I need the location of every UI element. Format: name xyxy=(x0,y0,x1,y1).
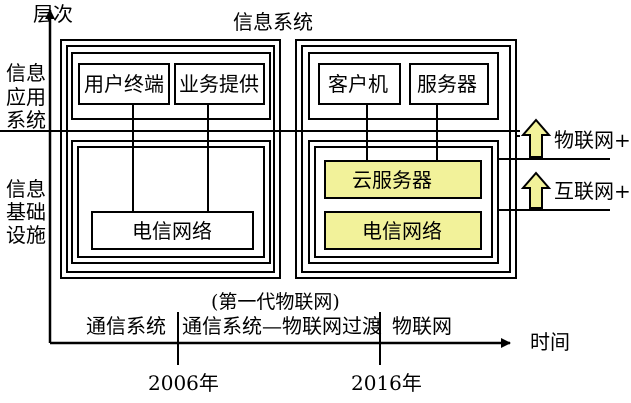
stage1-label: 通信系统 xyxy=(86,314,166,338)
layer-app-label-3: 系统 xyxy=(6,108,46,132)
stage2-label: 通信系统—物联网过渡 xyxy=(182,314,382,338)
right-system: 客户机 服务器 云服务器 电信网络 xyxy=(295,39,517,279)
internet-plus-arrow: 互联网+ xyxy=(520,171,631,209)
layer-app-label-1: 信息 xyxy=(6,61,46,85)
left-telecom-network-label: 电信网络 xyxy=(132,219,212,243)
server-label: 服务器 xyxy=(417,72,477,96)
user-terminal-label: 用户终端 xyxy=(84,72,164,96)
layer-infra-label-2: 基础 xyxy=(6,200,46,224)
layer-app-label-2: 应用 xyxy=(6,85,46,109)
cloud-server-box xyxy=(324,160,482,199)
cloud-server-label: 云服务器 xyxy=(352,168,432,192)
layer-infra-label-1: 信息 xyxy=(6,177,46,201)
x-axis-label: 时间 xyxy=(530,330,570,354)
left-telecom-network-box xyxy=(91,211,254,250)
internet-plus-label: 互联网+ xyxy=(554,179,631,203)
year-2006-label: 2006年 xyxy=(148,371,219,395)
right-telecom-network-label: 电信网络 xyxy=(362,219,442,243)
iot-plus-label: 物联网+ xyxy=(554,128,631,152)
layer-infra-label-3: 设施 xyxy=(6,223,46,247)
right-telecom-network-box xyxy=(324,211,482,250)
iot-plus-arrow: 物联网+ xyxy=(520,118,631,158)
user-terminal-box xyxy=(78,63,170,105)
service-provision-box xyxy=(174,63,265,105)
systems-title: 信息系统 xyxy=(233,10,313,34)
y-axis-label: 层次 xyxy=(33,2,73,26)
stage2-note: (第一代物联网) xyxy=(211,291,340,313)
service-provision-label: 业务提供 xyxy=(179,72,259,96)
server-box xyxy=(409,63,489,105)
client-box xyxy=(318,63,401,105)
year-2016-label: 2016年 xyxy=(351,371,422,395)
client-label: 客户机 xyxy=(328,72,388,96)
stage3-label: 物联网 xyxy=(392,314,452,338)
left-system: 用户终端 业务提供 电信网络 xyxy=(60,39,281,279)
